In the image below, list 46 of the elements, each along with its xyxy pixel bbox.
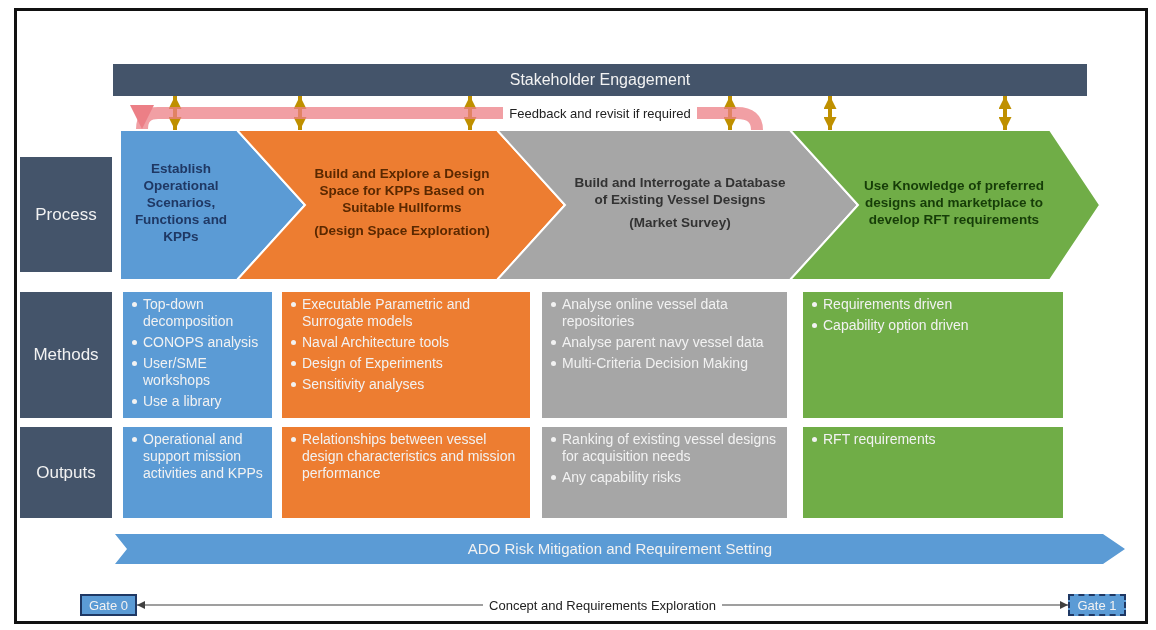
process-title: Establish Operational Scenarios, Functions and KPPs (133, 159, 229, 245)
output-card (282, 427, 530, 518)
list-text: Requirements driven (823, 296, 953, 312)
process-title: Use Knowledge of preferred designs and marketplace to develop RFT requirements (862, 176, 1045, 228)
method-card (542, 292, 787, 418)
list-text: Analyse online vessel data repositories (562, 296, 728, 329)
list-text: CONOPS analysis (143, 334, 259, 350)
output-card (542, 427, 787, 518)
arrow (823, 96, 837, 130)
list-text: Design of Experiments (302, 355, 443, 371)
process-subtitle: (Market Survey) (629, 213, 731, 231)
arrow (168, 96, 182, 130)
process-title: Build and Interrogate a Database of Existing Vessel Designs (573, 173, 787, 208)
arrow (293, 96, 307, 130)
row-header: Outputs (20, 427, 112, 518)
output-card (803, 427, 1063, 518)
list-text: Analyse parent navy vessel data (562, 334, 764, 350)
list-text: Any capability risks (562, 469, 682, 485)
list-text: Executable Parametric and Surrogate models (302, 296, 471, 329)
row-header: Process (20, 157, 112, 272)
list-text: Naval Architecture tools (302, 334, 450, 350)
row-header: Methods (20, 292, 112, 418)
list-text: RFT requirements (823, 431, 936, 447)
list-text: Sensitivity analyses (302, 376, 425, 392)
list-text: Use a library (143, 393, 222, 409)
list-text: Capability option driven (823, 317, 969, 333)
process-title: Build and Explore a Design Space for KPPs Based on Suitable Hullforms (313, 165, 491, 216)
gate-box: Gate 1 (1068, 594, 1126, 616)
edge-label: Feedback and revisit if required (503, 105, 697, 121)
list-text: Operational and support mission activities and KPPs (143, 431, 263, 481)
stakeholder-banner: Stakeholder Engagement (113, 64, 1087, 96)
method-card (282, 292, 530, 418)
arrow (723, 96, 737, 130)
arrow (463, 96, 477, 130)
list-text: Top-down decomposition (143, 296, 234, 329)
process-subtitle: (Design Space Exploration) (314, 222, 490, 239)
method-card (123, 292, 272, 418)
list-text: Ranking of existing vessel designs for acquisition needs (562, 431, 776, 464)
output-card (123, 427, 272, 518)
list-text: Multi-Criteria Decision Making (562, 355, 748, 371)
banner-label: ADO Risk Mitigation and Requirement Setting (467, 540, 773, 557)
list-text: Relationships between vessel design characteristics and mission performance (302, 431, 516, 481)
list-text: User/SME workshops (143, 355, 210, 388)
method-card (803, 292, 1063, 418)
arrow (998, 96, 1012, 130)
gate-box: Gate 0 (80, 594, 137, 616)
